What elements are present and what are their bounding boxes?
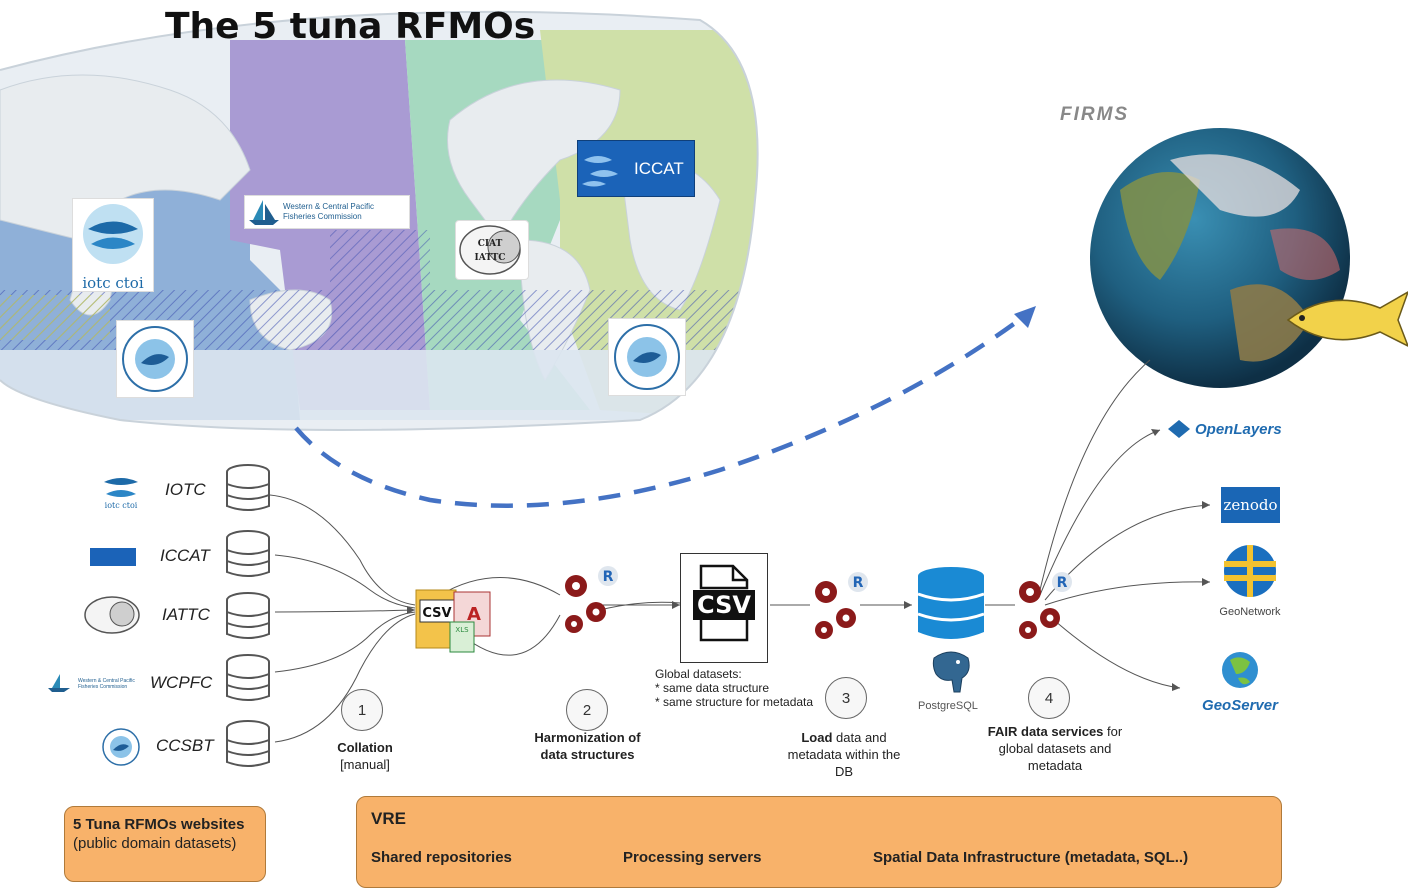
database-icon <box>226 592 270 639</box>
vre-box: VRE Shared repositories Processing serve… <box>356 796 1282 888</box>
global-datasets-line1: Global datasets: <box>655 667 742 681</box>
step-2-title: Harmonization of data structures <box>534 730 641 762</box>
ccsbt-seal-icon <box>122 326 188 392</box>
step-1-number: 1 <box>341 689 383 731</box>
geonetwork-icon <box>1224 545 1276 597</box>
step-1-detail: [manual] <box>340 757 390 772</box>
step-4-number: 4 <box>1028 677 1070 719</box>
svg-text:XLS: XLS <box>455 626 469 634</box>
vre-title: VRE <box>371 809 406 828</box>
wcpfc-map-logo: Western & Central Pacific Fisheries Comm… <box>244 195 410 229</box>
database-icon <box>226 464 270 511</box>
rfmo-websites-title: 5 Tuna RFMOs websites <box>73 816 245 833</box>
database-icon <box>226 654 270 701</box>
r-gears-icon-2: R <box>815 572 868 639</box>
source-iotc-label: IOTC <box>165 480 206 499</box>
page-title: The 5 tuna RFMOs <box>165 6 536 47</box>
service-openlayers: OpenLayers <box>1166 418 1282 440</box>
collation-files-icon: CSV A XLS <box>415 589 491 653</box>
service-geoserver: GeoServer <box>1196 650 1284 718</box>
database-icons-column <box>226 464 270 767</box>
csv-file-icon <box>693 564 755 642</box>
iattc-small-logo <box>84 596 140 634</box>
svg-text:R: R <box>603 569 614 585</box>
step-4-detail: for global datasets and metadata <box>998 724 1123 773</box>
service-zenodo: zenodo <box>1221 487 1280 523</box>
global-datasets-note: Global datasets: * same data structure *… <box>655 667 835 709</box>
iccat-map-logo: ICCAT <box>577 140 695 197</box>
iotc-small-logo: iotc ctoi <box>104 478 138 510</box>
ccsbt-small-logo <box>102 728 140 766</box>
iccat-small-logo <box>90 548 136 566</box>
step-2-number: 2 <box>566 689 608 731</box>
openlayers-icon <box>1168 420 1190 438</box>
step-3-title: Load <box>801 730 833 745</box>
step-4-title: FAIR data services <box>987 724 1104 739</box>
svg-text:iotc ctoi: iotc ctoi <box>105 501 138 510</box>
service-geoserver-label: GeoServer <box>1202 697 1278 714</box>
vre-processing-servers: Processing servers <box>623 849 762 866</box>
service-geonetwork-label: GeoNetwork <box>1219 606 1281 618</box>
source-iattc-label: IATTC <box>162 605 210 624</box>
svg-text:A: A <box>467 604 481 625</box>
r-gears-icon-3: R <box>1019 572 1072 639</box>
database-icon <box>226 720 270 767</box>
fish-school-icon <box>582 156 618 187</box>
source-ccsbt-label: CCSBT <box>156 736 214 755</box>
tuna-fish-icon <box>1286 291 1408 347</box>
ccsbt-map-logo-1 <box>116 320 194 398</box>
firms-label: FIRMS <box>1060 104 1130 125</box>
source-iccat-label: ICCAT <box>160 546 210 565</box>
step-1-label: Collation [manual] <box>310 739 420 773</box>
tuna-fish-icon <box>83 204 143 264</box>
svg-text:Fisheries Commission: Fisheries Commission <box>78 684 127 690</box>
wcpfc-map-logo-text: Western & Central Pacific Fisheries Comm… <box>283 202 374 221</box>
svg-text:R: R <box>853 575 864 591</box>
ccsbt-seal-icon <box>614 324 680 390</box>
global-datasets-line3: * same structure for metadata <box>655 695 814 709</box>
svg-text:R: R <box>1057 575 1068 591</box>
global-datasets-line2: * same data structure <box>655 681 770 695</box>
iotc-map-logo: iotc ctoi <box>72 198 154 292</box>
step-1-title: Collation <box>337 740 393 755</box>
firms-globe <box>1090 128 1408 388</box>
step-3-number: 3 <box>825 677 867 719</box>
database-icon <box>226 530 270 577</box>
service-openlayers-label: OpenLayers <box>1195 420 1282 438</box>
service-geonetwork: GeoNetwork <box>1215 543 1285 625</box>
source-wcpfc-label: WCPFC <box>150 673 213 692</box>
service-zenodo-label: zenodo <box>1223 496 1278 514</box>
rfmo-websites-box: 5 Tuna RFMOs websites (public domain dat… <box>64 806 266 882</box>
step-3-detail: data and metadata within the DB <box>787 730 901 779</box>
vre-shared-repositories: Shared repositories <box>371 849 512 866</box>
iotc-map-logo-text: iotc ctoi <box>82 274 144 292</box>
iattc-map-logo-text: CIAT IATTC <box>474 239 506 263</box>
global-csv-document: CSV <box>680 553 768 663</box>
wcpfc-small-logo: Western & Central Pacific Fisheries Comm… <box>48 674 135 692</box>
boat-icon <box>249 200 279 225</box>
postgresql-label: PostgreSQL <box>918 700 978 712</box>
geoserver-icon <box>1222 652 1258 688</box>
vre-spatial-data-infrastructure: Spatial Data Infrastructure (metadata, S… <box>873 849 1189 866</box>
database-icon <box>917 567 985 639</box>
ccsbt-map-logo-2 <box>608 318 686 396</box>
postgresql-elephant-icon <box>932 651 970 693</box>
iccat-map-logo-text: ICCAT <box>634 158 684 178</box>
r-gears-icon-1: R <box>565 566 618 633</box>
svg-text:Western & Central Pacific: Western & Central Pacific <box>78 678 135 684</box>
step-4-label: FAIR data services for global datasets a… <box>980 723 1130 774</box>
csv-label: CSV <box>697 591 751 619</box>
iattc-map-logo: CIAT IATTC <box>455 220 529 280</box>
svg-text:CSV: CSV <box>422 606 451 621</box>
step-2-label: Harmonization of data structures <box>525 729 650 763</box>
step-3-label: Load data and metadata within the DB <box>782 729 906 780</box>
rfmo-websites-detail: (public domain datasets) <box>73 835 237 852</box>
